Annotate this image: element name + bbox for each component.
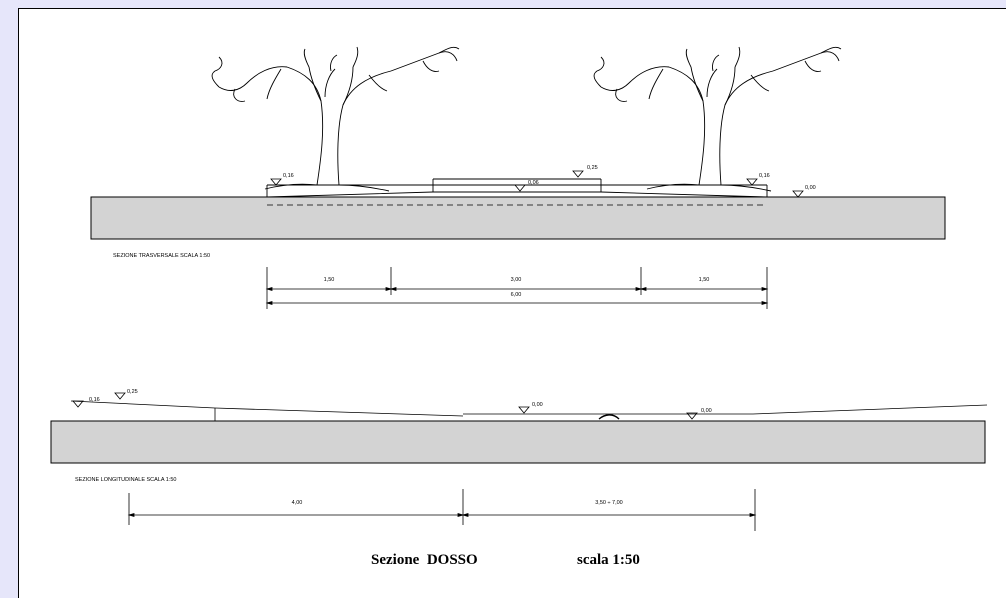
transverse-caption: SEZIONE TRASVERSALE SCALA 1:50 (113, 253, 210, 259)
long-level-marker-a (72, 400, 84, 408)
level-marker-left (270, 178, 282, 186)
long-level-marker-c (518, 406, 530, 414)
dim-total: 6,00 (511, 292, 522, 298)
long-level-label-c: 0,00 (532, 402, 543, 408)
long-dim-seg2: 3,50 ÷ 7,00 (595, 500, 622, 506)
technical-drawing: 0,16 0,06 0,25 0,16 0,00 SEZIONE TRASVER… (50, 46, 988, 568)
tree-right (593, 46, 842, 192)
long-dim-seg1: 4,00 (292, 500, 303, 506)
long-level-label-d: 0,00 (701, 408, 712, 414)
transverse-road-slab (90, 196, 946, 240)
longitudinal-road-slab (50, 420, 986, 464)
dim-seg3: 1,50 (699, 277, 710, 283)
title-scale: scala 1:50 (577, 552, 640, 568)
level-label-left: 0,16 (283, 173, 294, 179)
transverse-dimensions (265, 267, 769, 309)
long-level-label-b: 0,25 (127, 389, 138, 395)
tree-left (211, 46, 460, 192)
long-level-marker-d (686, 412, 698, 420)
dim-seg1: 1,50 (324, 277, 335, 283)
level-label-top: 0,25 (587, 165, 598, 171)
dim-seg2: 3,00 (511, 277, 522, 283)
drawing-title: Sezione DOSSO scala 1:50 (371, 552, 640, 568)
longitudinal-dimensions (127, 489, 757, 531)
ramp-line-left (70, 400, 464, 417)
level-marker-right (746, 178, 758, 186)
long-level-label-a: 0,16 (89, 397, 100, 403)
level-label-right: 0,16 (759, 173, 770, 179)
level-label-ground: 0,00 (805, 185, 816, 191)
level-marker-center (514, 184, 526, 192)
level-label-center: 0,06 (528, 180, 539, 186)
transverse-section: 0,16 0,06 0,25 0,16 0,00 SEZIONE TRASVER… (90, 46, 946, 309)
longitudinal-section: 0,16 0,25 0,00 0,00 SEZIONE LONGITUDINAL… (50, 389, 988, 531)
level-marker-ground (792, 190, 804, 198)
longitudinal-caption: SEZIONE LONGITUDINALE SCALA 1:50 (75, 477, 176, 483)
long-level-marker-b (114, 392, 126, 400)
ramp-line-right (752, 404, 988, 415)
title-name: Sezione DOSSO (371, 552, 478, 568)
level-marker-top (572, 170, 584, 178)
drawing-sheet: 0,16 0,06 0,25 0,16 0,00 SEZIONE TRASVER… (18, 8, 1006, 598)
